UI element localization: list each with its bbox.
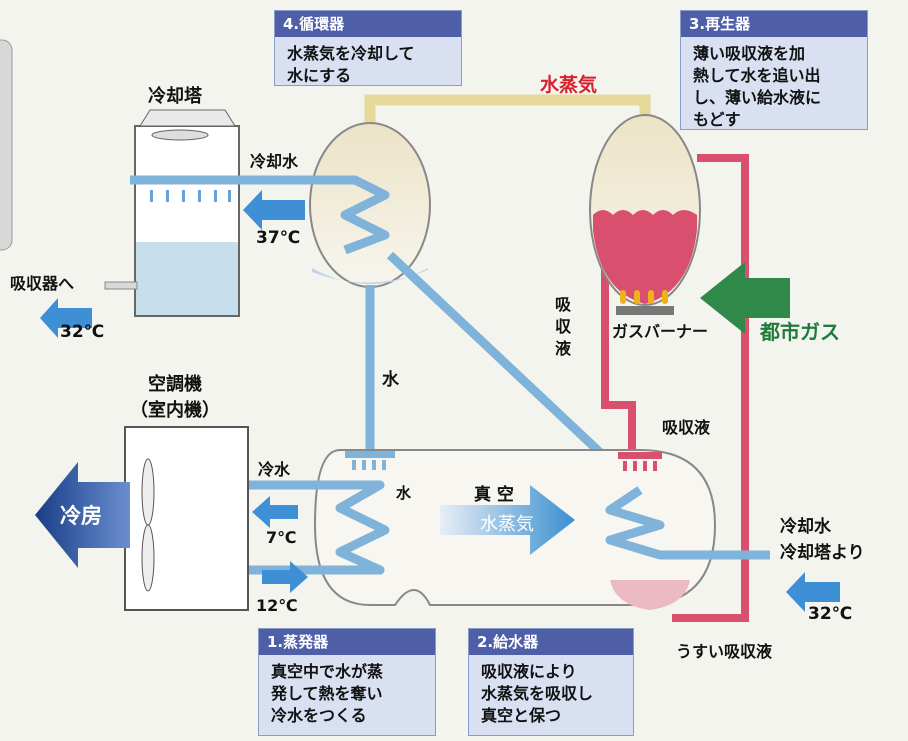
absorber-box: 2.給水器 吸収液により 水蒸気を吸収し 真空と保つ bbox=[468, 628, 634, 736]
regenerator-box: 3.再生器 薄い吸収液を加 熱して水を追い出 し、薄い給水液に もどす bbox=[680, 10, 868, 130]
vapor-arrow-label: 水蒸気 bbox=[480, 514, 534, 535]
absorbent-pipe-left bbox=[601, 240, 636, 455]
side-tab bbox=[0, 39, 13, 251]
cold-water-label: 冷水 bbox=[258, 460, 291, 479]
from-tower-label: 冷却水 冷却塔より bbox=[780, 517, 865, 563]
regenerator-vessel bbox=[589, 114, 701, 306]
vacuum-label: 真 空 bbox=[474, 485, 514, 505]
chilled-water-coil bbox=[175, 480, 390, 575]
temp-7-label: 7℃ bbox=[266, 528, 297, 547]
cooling-water-top-label: 冷却水 bbox=[250, 152, 299, 171]
aircon-unit-box bbox=[124, 426, 249, 611]
arrow-37 bbox=[243, 190, 305, 230]
water-spray bbox=[352, 460, 386, 470]
gas-burner-bar bbox=[616, 306, 674, 315]
regenerator-title: 3.再生器 bbox=[681, 11, 867, 37]
cooling-tower-label: 冷却塔 bbox=[148, 86, 202, 107]
temp-32-left-label: 32℃ bbox=[60, 322, 105, 342]
fan-icon bbox=[141, 458, 155, 592]
evaporator-title: 1.蒸発器 bbox=[259, 629, 435, 655]
temp-12-label: 12℃ bbox=[256, 596, 298, 615]
absorbent-right-label: 吸収液 bbox=[662, 418, 711, 437]
cooling-tower bbox=[134, 109, 240, 317]
city-gas-label: 都市ガス bbox=[760, 320, 840, 344]
absorbent-pipe-right bbox=[672, 154, 749, 622]
absorbent-spray-head bbox=[618, 452, 662, 459]
to-absorber-label: 吸収器へ bbox=[10, 274, 75, 293]
circulator-title: 4.循環器 bbox=[275, 11, 461, 37]
tower-outlet-pipe bbox=[104, 281, 138, 290]
water-small-label: 水 bbox=[396, 484, 412, 502]
arrow-32-left bbox=[40, 298, 92, 338]
absorbent-spray bbox=[623, 461, 657, 471]
water-spray-head bbox=[345, 451, 395, 458]
circulator-box: 4.循環器 水蒸気を冷却して 水にする bbox=[274, 10, 462, 86]
cooling-mode-label: 冷房 bbox=[60, 504, 102, 528]
cooling-tower-drips bbox=[150, 190, 231, 202]
evaporator-box: 1.蒸発器 真空中で水が蒸 発して熱を奪い 冷水をつくる bbox=[258, 628, 436, 736]
arrow-32-right bbox=[786, 572, 840, 612]
burner-flames bbox=[620, 290, 668, 304]
absorber-coil bbox=[605, 486, 770, 560]
temp-37-label: 37℃ bbox=[256, 228, 301, 248]
cooling-water-pipe-top bbox=[130, 175, 390, 255]
cooling-arrow bbox=[35, 462, 130, 568]
vapor-arrow bbox=[440, 485, 575, 555]
temp-32-right-label: 32℃ bbox=[808, 604, 853, 624]
aircon-unit-label: 空調機 （室内機） bbox=[130, 374, 220, 421]
gas-burner-label: ガスバーナー bbox=[612, 322, 709, 341]
arrow-12 bbox=[262, 561, 308, 593]
evaporator-desc: 真空中で水が蒸 発して熱を奪い 冷水をつくる bbox=[271, 662, 384, 725]
thin-absorbent-label: うすい吸収液 bbox=[676, 642, 773, 661]
city-gas-arrow bbox=[700, 262, 790, 334]
absorber-title: 2.給水器 bbox=[469, 629, 633, 655]
vapor-pipe bbox=[364, 94, 651, 145]
arrow-7 bbox=[252, 496, 298, 528]
regenerator-desc: 薄い吸収液を加 熱して水を追い出 し、薄い給水液に もどす bbox=[693, 44, 822, 129]
absorber-desc: 吸収液により 水蒸気を吸収し 真空と保つ bbox=[481, 662, 594, 725]
water-vertical-label: 水 bbox=[382, 370, 399, 390]
absorbent-vertical-label: 吸 収 液 bbox=[555, 295, 572, 358]
vapor-top-label: 水蒸気 bbox=[540, 74, 598, 96]
circulator-desc: 水蒸気を冷却して 水にする bbox=[287, 44, 415, 85]
